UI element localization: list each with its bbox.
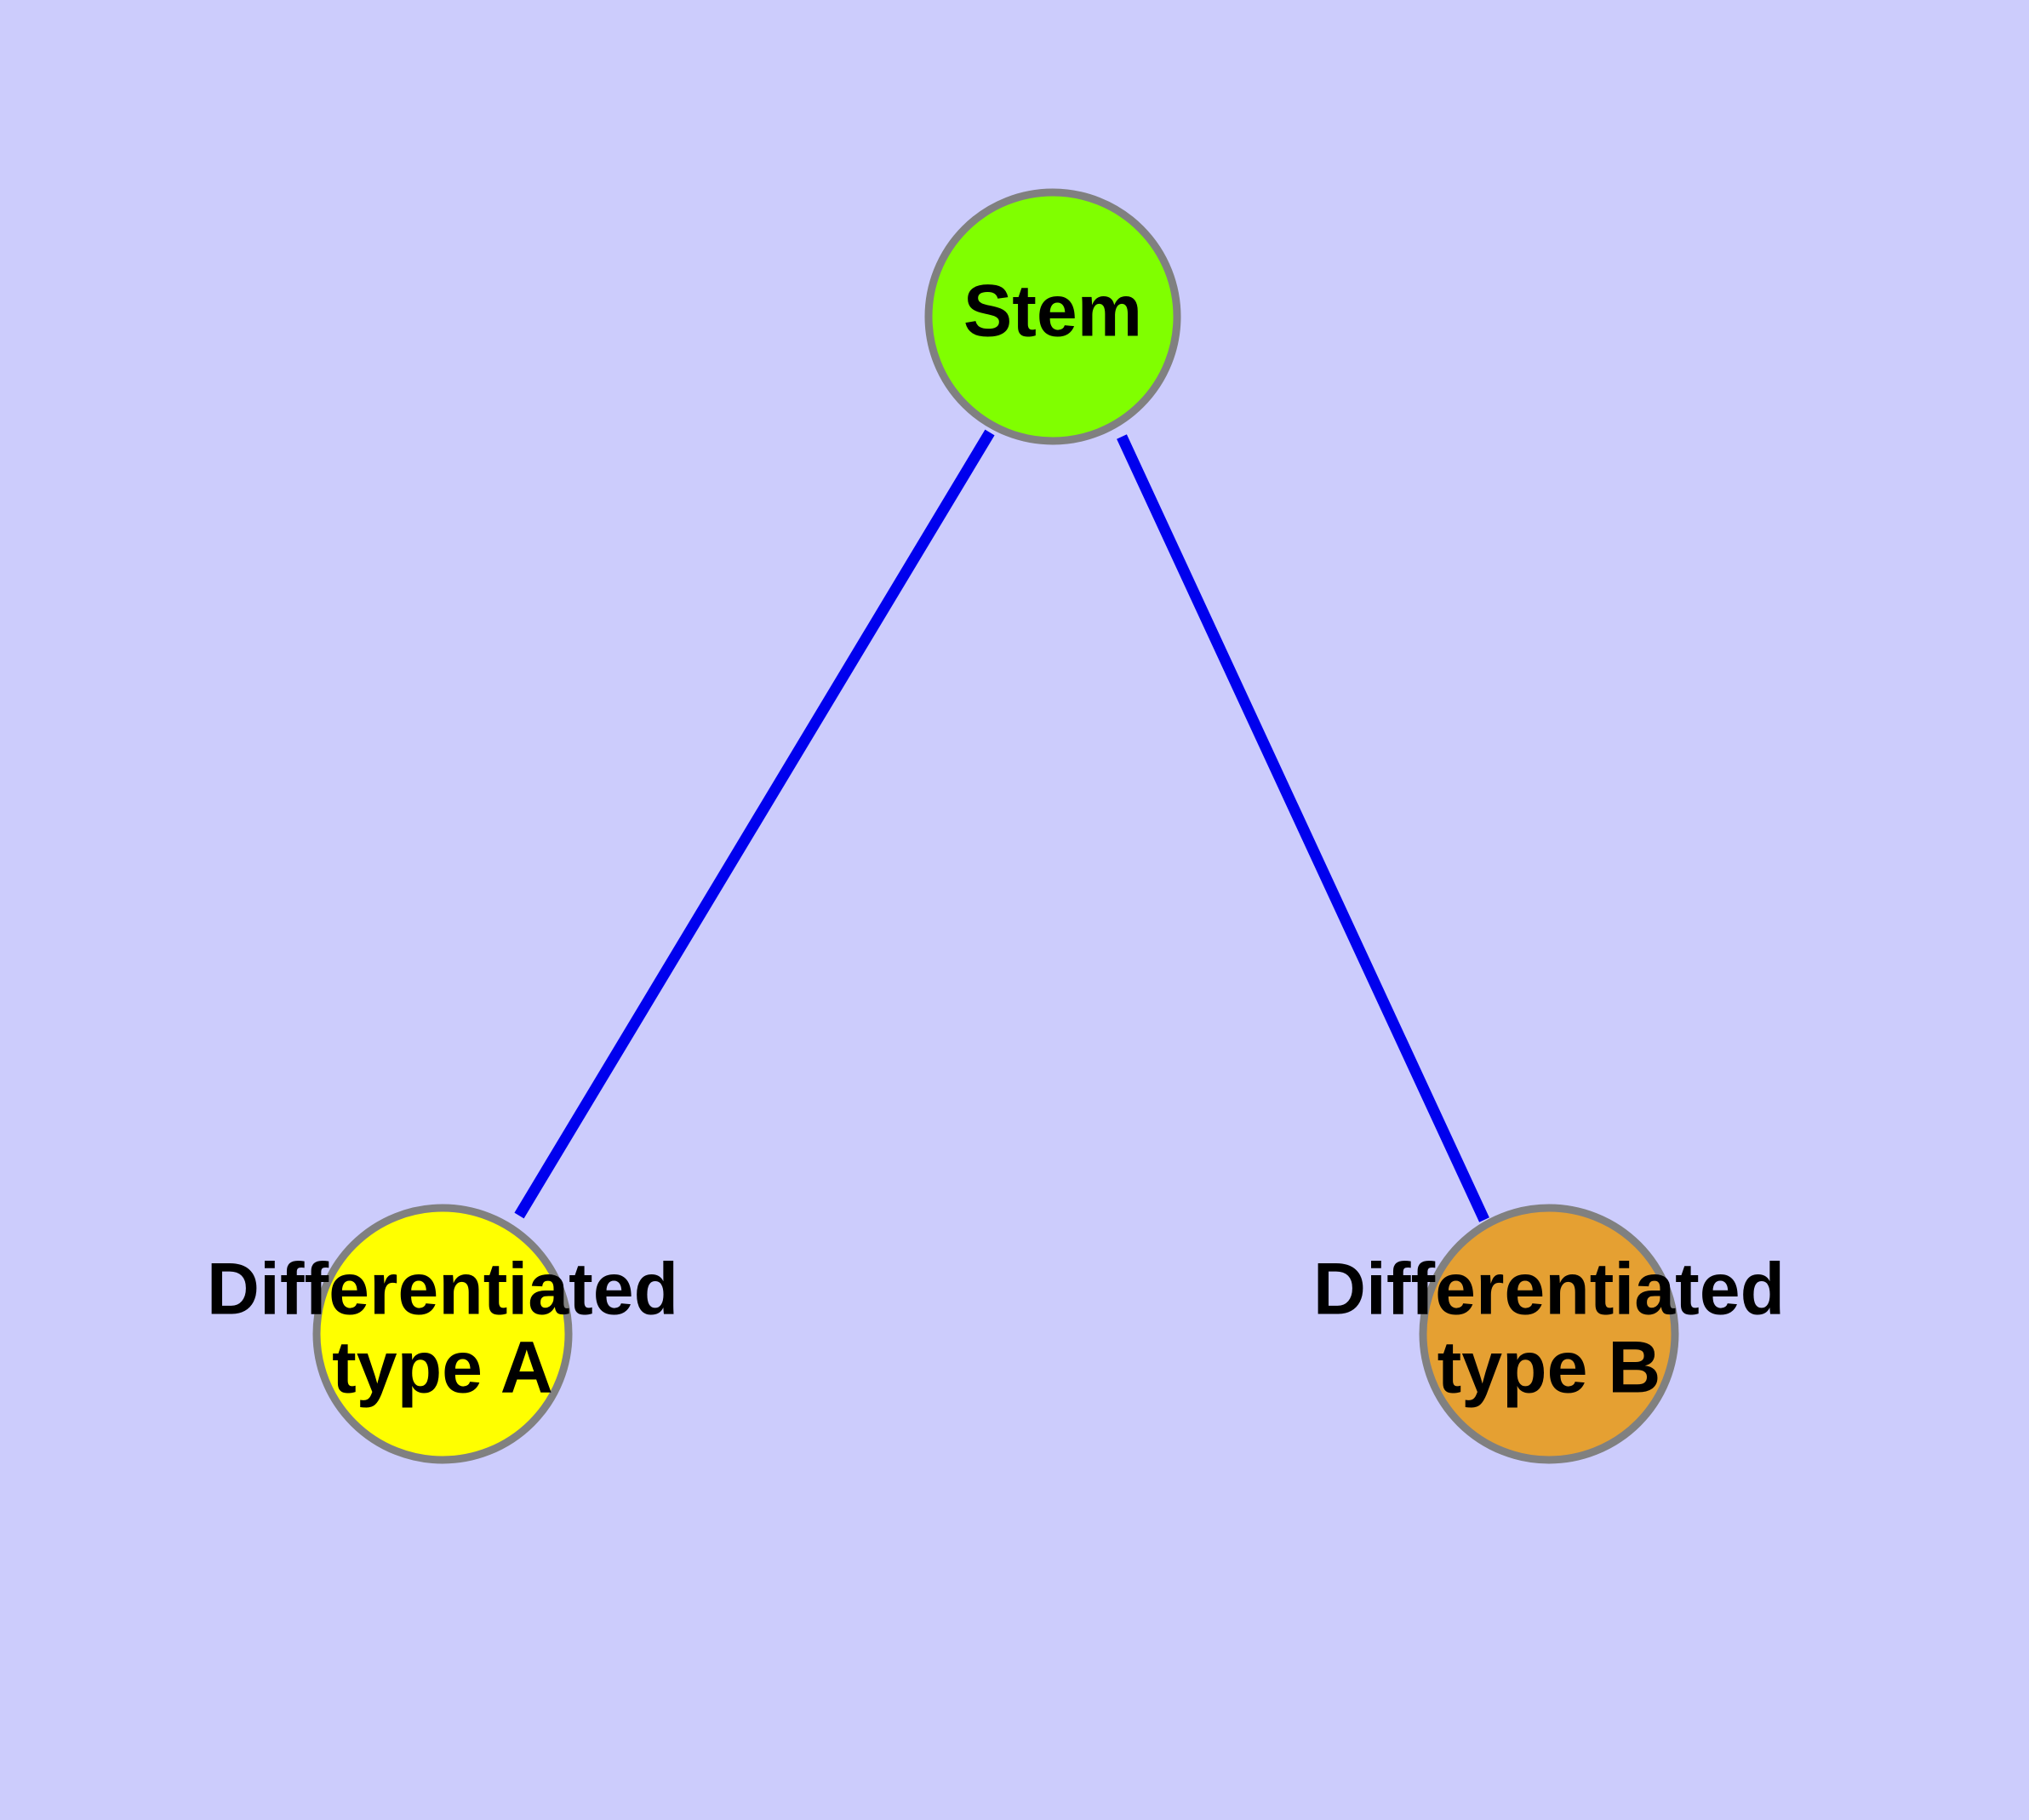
- edge-stem-to-differentiated-type-b: [1117, 434, 1489, 1222]
- node-label-diff-b: type B: [1437, 1327, 1661, 1409]
- nodes-group: [312, 188, 1679, 1464]
- node-label-diff-a: type A: [332, 1327, 553, 1409]
- node-label-stem: Stem: [963, 271, 1142, 352]
- node-label-diff-a: Differentiated: [207, 1249, 678, 1331]
- node-differentiated-type-a-circle[interactable]: [312, 1204, 573, 1464]
- edges-group: [514, 429, 1489, 1222]
- node-label-diff-b: Differentiated: [1313, 1249, 1785, 1331]
- node-differentiated-type-b[interactable]: [1419, 1204, 1679, 1464]
- node-stem[interactable]: [924, 188, 1181, 445]
- node-stem-circle[interactable]: [924, 188, 1181, 445]
- node-differentiated-type-a[interactable]: [312, 1204, 573, 1464]
- edge-stem-to-differentiated-type-a: [514, 429, 995, 1219]
- node-differentiated-type-b-circle[interactable]: [1419, 1204, 1679, 1464]
